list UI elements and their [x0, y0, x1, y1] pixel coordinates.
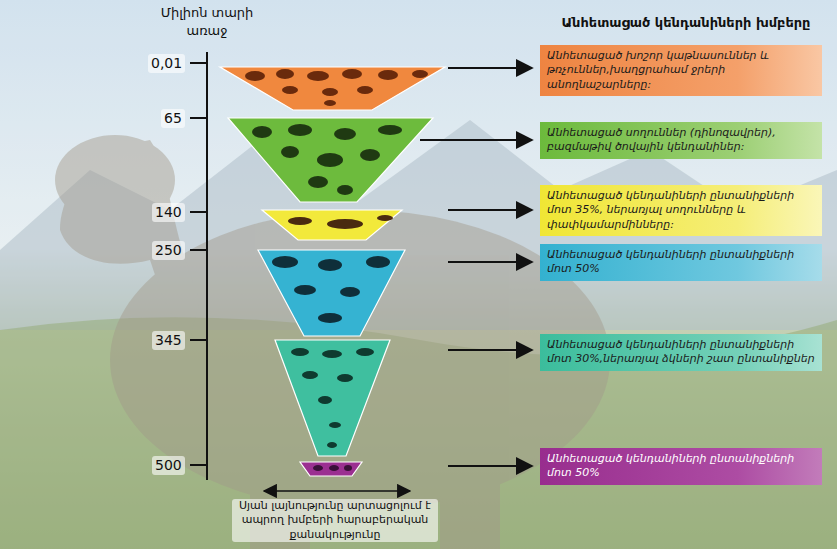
marine-silhouettes — [272, 256, 390, 323]
time-axis — [206, 52, 208, 480]
time-value: 345 — [152, 331, 185, 350]
extinction-box: Անհետացած կենդանիների ընտանիքների մոտ 30… — [540, 334, 822, 371]
extinction-box: Անհետացած սողուններ (դինոզավրեր), բազմաթ… — [540, 122, 822, 159]
width-arrow — [264, 490, 410, 492]
time-value: 500 — [152, 456, 185, 475]
era-bands — [220, 67, 445, 476]
box-text: Անհետացած կենդանիների ընտանիքների մոտ 50… — [547, 248, 815, 277]
box-text: Անհետացած կենդանիների ընտանիքների մոտ 50… — [547, 452, 815, 481]
mammal-silhouettes — [245, 69, 428, 106]
extinction-box: Անհետացած կենդանիների ընտանիքների մոտ 50… — [540, 448, 822, 485]
leader-arrows — [420, 68, 532, 466]
column-title: Անհետացած կենդանիների խմբերը — [540, 14, 832, 32]
time-value: 65 — [161, 109, 185, 128]
fish-silhouettes — [291, 348, 374, 448]
time-value: 0,01 — [148, 54, 185, 73]
box-text: Անհետացած կենդանիների ընտանիքների մոտ 30… — [547, 338, 815, 367]
box-text: Անհետացած սողուններ (դինոզավրեր), բազմաթ… — [547, 126, 815, 155]
caption: Սյան լայնությունը արտացոլում է ապրող խմբ… — [232, 499, 438, 542]
trilobite-silhouettes — [313, 465, 352, 471]
axis-title: Միլիոն տարի առաջ — [150, 4, 264, 39]
extinction-box: Անհետացած կենդանիների ընտանիքների մոտ 50… — [540, 244, 822, 281]
box-text: Անհետացած խոշոր կաթնասուններ և թռչուններ… — [547, 49, 815, 92]
reptile-silhouettes — [288, 215, 393, 229]
dinosaur-silhouettes — [252, 124, 402, 195]
extinction-box: Անհետացած կենդանիների ընտանիքների մոտ 35… — [540, 185, 822, 236]
extinction-box: Անհետացած խոշոր կաթնասուններ և թռչուններ… — [540, 45, 822, 96]
box-text: Անհետացած կենդանիների ընտանիքների մոտ 35… — [547, 189, 815, 232]
time-value: 140 — [152, 203, 185, 222]
time-value: 250 — [152, 241, 185, 260]
axis-ticks — [190, 63, 207, 465]
